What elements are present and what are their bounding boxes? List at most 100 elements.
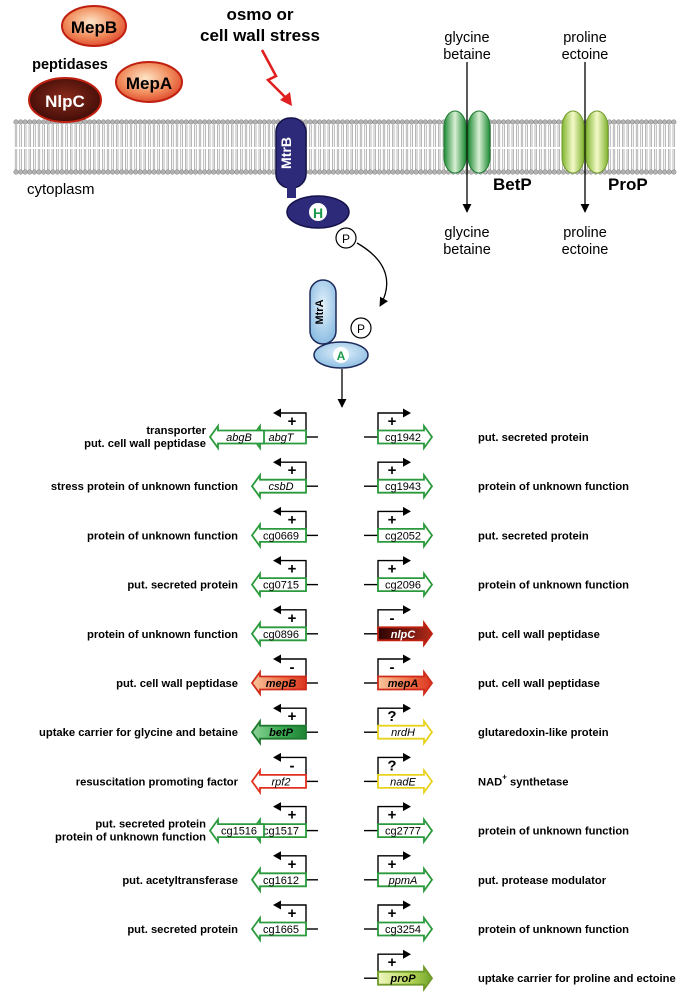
gene-cg0896-label: cg0896	[263, 629, 299, 641]
right-promoter-sign: +	[388, 511, 397, 528]
left-promoter: +	[273, 703, 307, 733]
left-gene-row: + cg1612 put. acetyltransferase	[122, 851, 318, 894]
right-gene-description: glutaredoxin-like protein	[478, 727, 609, 739]
gene-cg1943-label: cg1943	[385, 481, 421, 493]
right-gene-description: put. cell wall peptidase	[478, 678, 600, 690]
mtrb-label: MtrB	[278, 137, 294, 169]
right-gene-description: put. secreted protein	[478, 530, 589, 542]
right-promoter: +	[377, 506, 411, 536]
left-promoter: +	[273, 802, 307, 831]
prop-substrate-out-line2: ectoine	[562, 47, 609, 63]
right-promoter-sign: +	[388, 905, 397, 922]
right-promoter: ?	[377, 752, 411, 782]
left-gene-description: protein of unknown function	[87, 629, 238, 641]
gene-cg2052-label: cg2052	[385, 530, 421, 542]
left-gene-description: put. secreted protein	[127, 924, 238, 936]
gene-cg0715: cg0715	[250, 570, 307, 599]
gene-cg1612-label: cg1612	[263, 875, 299, 887]
aspartate-label: A	[337, 349, 346, 363]
gene-ppmA: ppmA	[377, 866, 434, 894]
gene-cg2777: cg2777	[377, 816, 434, 845]
left-promoter: +	[273, 556, 307, 585]
left-gene-description: put. cell wall peptidase	[116, 678, 238, 690]
left-promoter: -	[273, 752, 307, 782]
gene-cg1665: cg1665	[250, 915, 307, 943]
left-promoter-sign: +	[288, 511, 297, 528]
mtra-label: MtrA	[314, 299, 326, 324]
betp-transporter: glycine betaine glycine betaine BetP	[443, 30, 532, 258]
betp-label: BetP	[493, 175, 532, 194]
cytoplasm-label: cytoplasm	[27, 181, 95, 198]
gene-cg0896: cg0896	[250, 620, 307, 648]
left-promoter: -	[273, 654, 307, 683]
right-promoter-sign: ?	[387, 708, 396, 725]
left-promoter: +	[273, 851, 307, 880]
peptidase-mepa: MepA	[115, 61, 183, 103]
gene-abgT-label: abgT	[268, 432, 294, 444]
gene-cg2052: cg2052	[377, 521, 434, 550]
right-promoter-sign: +	[388, 954, 397, 971]
phosphate-on-mtrb: P	[335, 227, 357, 249]
right-gene-description: put. protease modulator	[478, 875, 607, 887]
left-promoter-sign: -	[290, 757, 295, 774]
right-promoter-sign: +	[388, 561, 397, 578]
right-promoter: +	[377, 949, 411, 979]
right-gene-description: protein of unknown function	[478, 826, 629, 838]
gene-mepA-label: mepA	[388, 678, 419, 690]
left-promoter-sign: +	[288, 561, 297, 578]
betp-substrate-in-line1: glycine	[444, 225, 489, 241]
left-gene-row: -mepB put. cell wall peptidase	[116, 654, 318, 697]
stress-label-line2: cell wall stress	[200, 26, 320, 45]
peptidase-mepb: MepB	[61, 5, 127, 47]
right-promoter: -	[377, 605, 411, 634]
left-gene-description: uptake carrier for glycine and betaine	[39, 727, 238, 739]
betp-substrate-in-line2: betaine	[443, 242, 491, 258]
peptidase-mepa-label: MepA	[126, 74, 172, 93]
gene-ppmA-label: ppmA	[388, 875, 418, 887]
gene-cg0715-label: cg0715	[263, 580, 299, 592]
gene-nlpC: nlpC	[377, 620, 434, 648]
gene-cg3254: cg3254	[377, 915, 434, 943]
gene-cg1612: cg1612	[250, 866, 307, 894]
left-promoter-sign: +	[288, 856, 297, 873]
left-promoter-sign: +	[288, 462, 297, 479]
left-promoter-sign: +	[288, 413, 297, 430]
gene-mepB: mepB	[250, 669, 307, 697]
gene-rpf2: rpf2	[250, 767, 307, 796]
mtrb-kinase: MtrB H	[275, 117, 350, 229]
gene-cg1943: cg1943	[377, 472, 434, 500]
right-promoter-sign: +	[388, 413, 397, 430]
right-promoter-sign: ?	[387, 757, 396, 774]
left-promoter-sign: +	[288, 610, 297, 627]
left-gene-description: put. acetyltransferase	[122, 875, 238, 887]
gene-mepA: mepA	[377, 669, 434, 697]
gene-cg1942: cg1942	[377, 423, 434, 451]
right-promoter: +	[377, 457, 411, 487]
gene-nadE: nadE	[377, 767, 434, 796]
prop-substrate-in-line2: ectoine	[562, 242, 609, 258]
betp-substrate-out-line2: betaine	[443, 47, 491, 63]
left-gene-description: resuscitation promoting factor	[76, 776, 239, 788]
left-promoter: +	[273, 605, 307, 634]
prop-label: ProP	[608, 175, 648, 194]
gene-csbD-label: csbD	[268, 481, 293, 493]
left-promoter: +	[273, 408, 307, 437]
left-gene-description: stress protein of unknown function	[51, 481, 238, 493]
right-promoter: +	[377, 556, 411, 585]
left-promoter-sign: -	[290, 659, 295, 676]
left-promoter-sign: +	[288, 708, 297, 725]
right-promoter-sign: -	[390, 610, 395, 627]
